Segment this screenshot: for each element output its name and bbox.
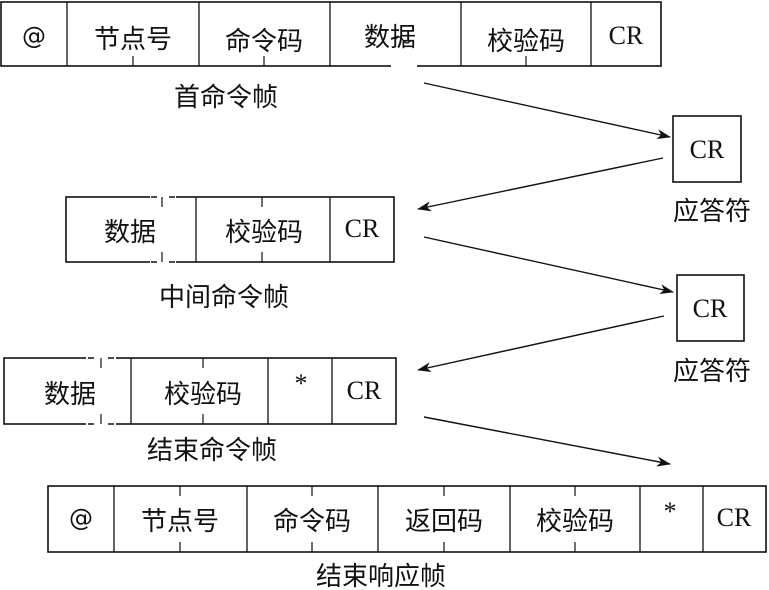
arrow-to-end-command [417,315,665,373]
cell-cr: CR [347,376,382,405]
cell-cr: CR [609,21,644,50]
cell-checksum: 校验码 [225,218,303,248]
response-1: CR 应答符 [672,115,751,227]
response-2: CR 应答符 [673,274,751,387]
end-command-frame: 数据 校验码 * CR 结束命令帧 [3,350,397,466]
end-response-frame-caption: 结束响应帧 [316,562,446,590]
cell-cr: CR [717,503,752,532]
cell-data: 数据 [364,23,416,53]
arrow-to-middle-command [417,157,664,212]
response-1-cr: CR [690,135,725,164]
end-response-frame-box [47,485,767,553]
response-2-cr: CR [693,294,728,323]
arrow-to-response-1 [423,82,671,140]
cell-checksum: 校验码 [164,380,242,410]
cell-command-code: 命令码 [225,27,303,57]
middle-command-frame: 数据 校验码 CR 中间命令帧 [65,189,395,313]
middle-command-frame-caption: 中间命令帧 [159,283,289,313]
first-command-frame: @ 节点号 命令码 数据 校验码 CR 首命令帧 [0,1,662,113]
response-1-box [672,115,742,183]
arrow-to-end-response [423,416,671,467]
cell-data: 数据 [104,218,156,248]
arrow-to-response-2 [423,236,674,295]
cell-at-symbol: @ [69,504,93,532]
cell-asterisk: * [664,497,677,526]
response-1-caption: 应答符 [673,197,751,227]
cell-node-number: 节点号 [94,25,172,55]
end-response-frame: @ 节点号 命令码 返回码 校验码 * CR 结束响应帧 [47,485,767,590]
end-command-frame-caption: 结束命令帧 [147,436,277,466]
cell-at-symbol: @ [22,22,46,50]
middle-command-frame-box [65,196,395,263]
first-command-frame-box [0,1,662,67]
response-2-caption: 应答符 [673,357,751,387]
cell-asterisk: * [295,369,308,398]
cell-return-code: 返回码 [405,507,483,537]
first-command-frame-caption: 首命令帧 [174,83,278,113]
end-command-frame-box [3,357,397,425]
cell-node-number: 节点号 [141,507,219,537]
cell-checksum: 校验码 [536,507,614,537]
cell-checksum: 校验码 [487,27,565,57]
cell-data: 数据 [44,380,96,410]
cell-cr: CR [345,214,380,243]
response-2-box [676,274,745,342]
cell-command-code: 命令码 [273,507,351,537]
